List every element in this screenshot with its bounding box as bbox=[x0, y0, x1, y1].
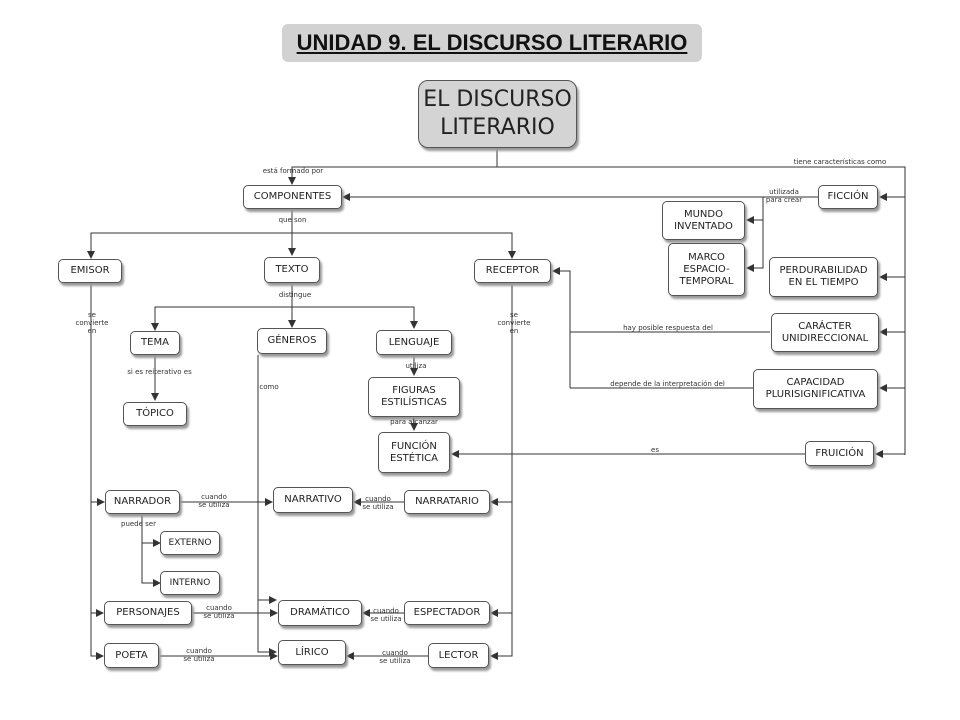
label-depende-interpretacion: depende de la interpretación del bbox=[610, 380, 725, 388]
componentes-node: COMPONENTES bbox=[243, 185, 342, 209]
narratario-node: NARRATARIO bbox=[404, 490, 490, 514]
emisor-node: EMISOR bbox=[58, 259, 122, 283]
label-cuando-poeta: cuando se utiliza bbox=[183, 647, 215, 663]
mundo-inventado-node: MUNDO INVENTADO bbox=[662, 201, 745, 240]
tema-node: TEMA bbox=[130, 331, 180, 355]
label-puede-ser: puede ser bbox=[121, 520, 156, 528]
ficcion-node: FICCIÓN bbox=[818, 185, 878, 209]
label-cuando-espectador: cuando se utiliza bbox=[370, 607, 402, 623]
capacidad-plurisignificativa-node: CAPACIDAD PLURISIGNIFICATIVA bbox=[753, 369, 878, 409]
interno-node: INTERNO bbox=[160, 571, 220, 595]
espectador-node: ESPECTADOR bbox=[404, 601, 490, 625]
label-utilizada-para-crear: utilizada para crear bbox=[765, 188, 803, 204]
personajes-node: PERSONAJES bbox=[104, 601, 192, 625]
label-se-convierte-emisor: se convierte en bbox=[75, 311, 109, 335]
label-se-convierte-receptor: se convierte en bbox=[497, 311, 531, 335]
main-concept-node: EL DISCURSO LITERARIO bbox=[418, 80, 577, 148]
label-cuando-lector: cuando se utiliza bbox=[379, 649, 411, 665]
funcion-estetica-node: FUNCIÓN ESTÉTICA bbox=[378, 432, 450, 473]
lector-node: LECTOR bbox=[428, 643, 489, 668]
lenguaje-node: LENGUAJE bbox=[376, 330, 452, 355]
label-como: como bbox=[259, 383, 279, 391]
figuras-estilisticas-node: FIGURAS ESTILÍSTICAS bbox=[368, 377, 460, 417]
marco-espacio-temporal-node: MARCO ESPACIO- TEMPORAL bbox=[668, 243, 745, 296]
label-hay-posible-respuesta: hay posible respuesta del bbox=[623, 324, 713, 332]
label-es: es bbox=[651, 446, 659, 454]
externo-node: EXTERNO bbox=[160, 531, 220, 555]
topico-node: TÓPICO bbox=[123, 402, 187, 426]
narrador-node: NARRADOR bbox=[105, 490, 180, 514]
perdurabilidad-node: PERDURABILIDAD EN EL TIEMPO bbox=[769, 257, 878, 297]
label-esta-formado-por: está formado por bbox=[262, 167, 324, 175]
label-que-son: que son bbox=[278, 216, 307, 224]
label-tiene-caracteristicas: tiene características como bbox=[793, 158, 887, 166]
lirico-node: LÍRICO bbox=[278, 640, 346, 665]
page-title: UNIDAD 9. EL DISCURSO LITERARIO bbox=[296, 30, 688, 55]
caracter-unidireccional-node: CARÁCTER UNIDIRECCIONAL bbox=[771, 313, 879, 352]
generos-node: GÉNEROS bbox=[257, 328, 327, 354]
label-cuando-narratario: cuando se utiliza bbox=[362, 495, 394, 511]
title-banner: UNIDAD 9. EL DISCURSO LITERARIO bbox=[282, 24, 702, 62]
receptor-node: RECEPTOR bbox=[474, 259, 551, 283]
label-distingue: distingue bbox=[278, 291, 312, 299]
texto-node: TEXTO bbox=[264, 257, 320, 283]
label-para-alcanzar: para alcanzar bbox=[390, 418, 438, 426]
label-cuando-narrador: cuando se utiliza bbox=[198, 493, 230, 509]
poeta-node: POETA bbox=[104, 643, 159, 668]
fruicion-node: FRUICIÓN bbox=[805, 441, 874, 466]
narrativo-node: NARRATIVO bbox=[273, 487, 353, 513]
label-cuando-personajes: cuando se utiliza bbox=[203, 604, 235, 620]
label-utiliza: utiliza bbox=[405, 362, 427, 370]
dramatico-node: DRAMÁTICO bbox=[278, 600, 362, 626]
label-si-es-reiterativo: si es reiterativo es bbox=[127, 368, 192, 376]
